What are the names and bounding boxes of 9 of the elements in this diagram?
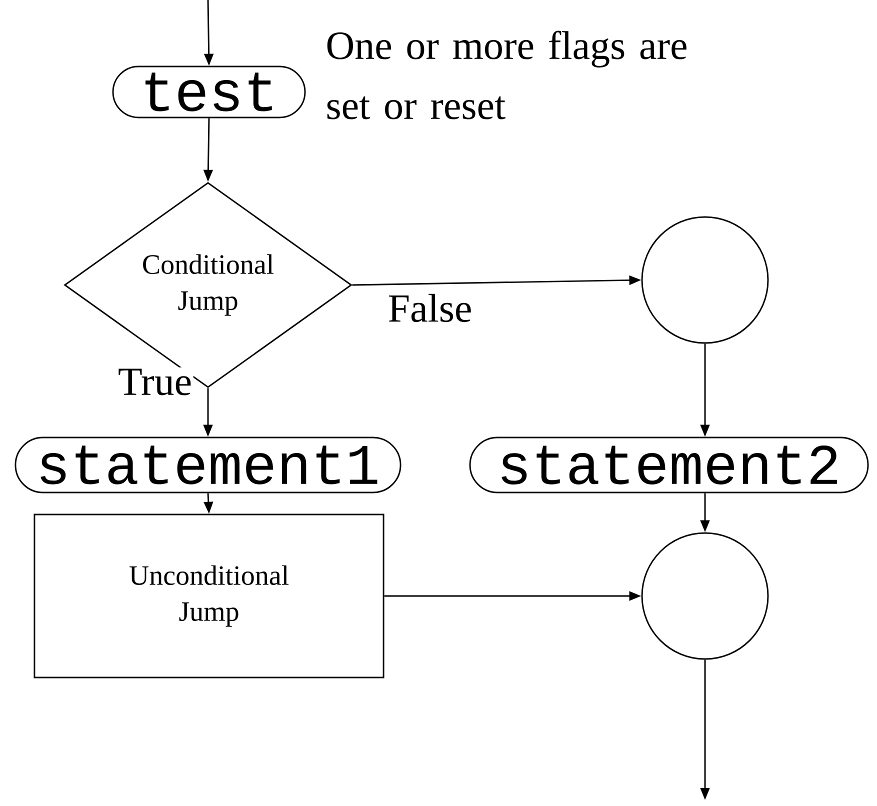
edge-label: False bbox=[386, 292, 474, 324]
rounded-box: statement2 bbox=[469, 436, 869, 494]
connector-circle bbox=[641, 216, 769, 344]
rounded-box: statement1 bbox=[14, 436, 402, 494]
process-box: Unconditional Jump bbox=[34, 514, 384, 678]
connector-circle bbox=[641, 532, 769, 660]
annotation-text: One or more flags are set or reset bbox=[327, 30, 686, 120]
edge-label: True bbox=[116, 367, 194, 397]
rounded-box: test bbox=[112, 66, 306, 118]
